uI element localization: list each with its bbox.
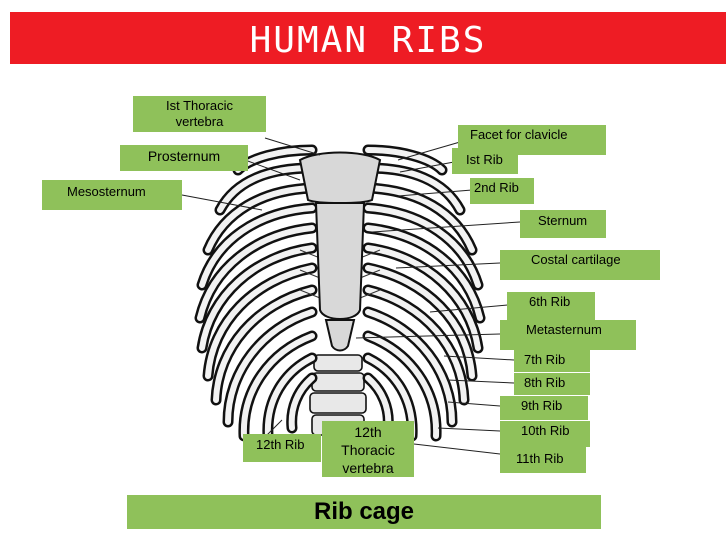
label-mesosternum: Mesosternum	[42, 180, 182, 210]
page-title: HUMAN RIBS	[249, 20, 487, 61]
sternum-bone	[298, 151, 382, 352]
label-9th-rib: 9th Rib	[500, 396, 588, 420]
label-6th-rib: 6th Rib	[507, 292, 595, 320]
label-facet-for-clavicle: Facet for clavicle	[458, 125, 606, 155]
label-8th-rib: 8th Rib	[514, 373, 590, 395]
label-metasternum: Metasternum	[500, 320, 636, 350]
label-7th-rib: 7th Rib	[514, 350, 590, 372]
label-first-thoracic-vertebra: Ist Thoracic vertebra	[133, 96, 266, 132]
label-1st-rib: Ist Rib	[452, 148, 518, 174]
label-costal-cartilage: Costal cartilage	[500, 250, 660, 280]
label-11th-rib: 11th Rib	[500, 447, 586, 473]
label-sternum: Sternum	[520, 210, 606, 238]
leader-lines	[181, 137, 531, 455]
label-10th-rib: 10th Rib	[500, 421, 590, 447]
label-2nd-rib: 2nd Rib	[470, 178, 534, 204]
title-banner: HUMAN RIBS	[10, 12, 726, 64]
label-12th-rib: 12th Rib	[243, 434, 321, 462]
figure-caption: Rib cage	[127, 495, 601, 529]
label-prosternum: Prosternum	[120, 145, 248, 171]
ribs	[194, 144, 486, 442]
label-12th-thoracic-vertebra: 12th Thoracic vertebra	[322, 421, 414, 477]
